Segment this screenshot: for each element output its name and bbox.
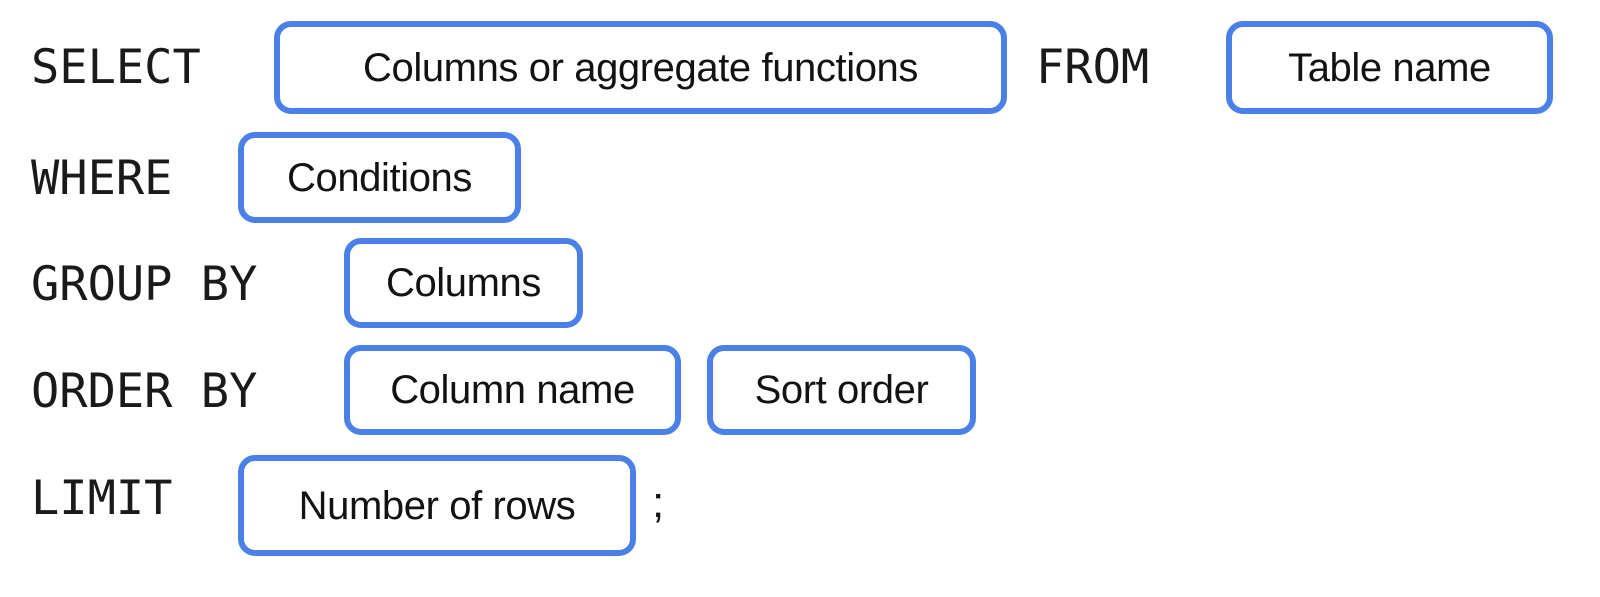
placeholder-label-conditions: Conditions xyxy=(286,155,472,200)
placeholder-box-sort-order[interactable]: Sort order xyxy=(707,345,976,435)
placeholder-label-sort-order: Sort order xyxy=(754,368,929,412)
sql-keyword-from: FROM xyxy=(1036,39,1150,95)
sql-keyword-select: SELECT xyxy=(31,39,201,95)
placeholder-box-number-of-rows[interactable]: Number of rows xyxy=(238,455,636,556)
placeholder-label-number-of-rows: Number of rows xyxy=(298,483,576,528)
placeholder-box-columns-or-aggregate-functions[interactable]: Columns or aggregate functions xyxy=(274,21,1007,114)
placeholder-box-group-by-columns[interactable]: Columns xyxy=(344,238,583,328)
sql-keyword-group-by: GROUP BY xyxy=(31,256,258,312)
placeholder-label-table-name: Table name xyxy=(1288,45,1491,90)
placeholder-label-group-by-columns: Columns xyxy=(385,261,542,305)
placeholder-box-table-name[interactable]: Table name xyxy=(1226,21,1553,114)
sql-keyword-where: WHERE xyxy=(31,150,173,206)
sql-keyword-order-by: ORDER BY xyxy=(31,363,258,419)
sql-keyword-limit: LIMIT xyxy=(31,470,173,526)
placeholder-label-columns-or-aggregate-functions: Columns or aggregate functions xyxy=(363,45,918,90)
placeholder-box-conditions[interactable]: Conditions xyxy=(238,132,521,223)
placeholder-label-order-by-column-name: Column name xyxy=(390,368,635,412)
statement-terminator-semicolon: ; xyxy=(652,478,665,527)
placeholder-box-order-by-column-name[interactable]: Column name xyxy=(344,345,681,435)
